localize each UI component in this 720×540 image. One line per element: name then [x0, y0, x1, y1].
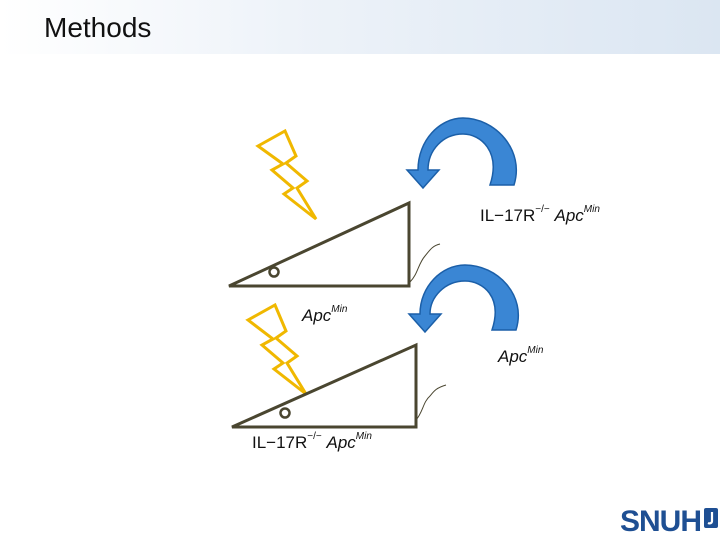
curved-arrow-icon — [405, 117, 517, 190]
knockout-superscript: −/− — [535, 204, 550, 216]
apc-text: Apc — [302, 306, 332, 325]
mouse-body-triangle — [231, 342, 418, 429]
mouse-body-triangle — [228, 200, 411, 288]
apc-text: Apc — [554, 206, 584, 225]
apc-text: Apc — [326, 433, 356, 452]
lightning-bolt-icon — [245, 302, 308, 396]
mouse-top-group — [228, 117, 517, 288]
label-il17r-apcmin-top: IL−17R−/− ApcMin — [480, 204, 600, 226]
mouse-eye — [268, 266, 280, 278]
label-apcmin-bottom-right: ApcMin — [498, 345, 544, 367]
label-il17r-apcmin-bottom: IL−17R−/− ApcMin — [252, 431, 372, 453]
min-superscript: Min — [583, 204, 600, 216]
logo-text: SNUH — [620, 505, 702, 538]
lightning-bolt-icon — [255, 128, 318, 221]
apc-text: Apc — [498, 347, 528, 366]
gene-text: IL−17R — [252, 433, 308, 452]
page-title: Methods — [44, 12, 152, 43]
snuh-logo: SNUH — [620, 505, 719, 539]
curved-arrow-icon — [407, 264, 519, 334]
header-bar: Methods — [0, 0, 720, 54]
logo-mark-icon — [704, 508, 719, 528]
mouse-tail — [415, 384, 447, 421]
min-superscript: Min — [355, 431, 372, 443]
min-superscript: Min — [331, 304, 348, 316]
knockout-superscript: −/− — [307, 431, 322, 443]
mouse-eye — [279, 407, 291, 419]
mouse-bottom-group — [231, 264, 519, 429]
label-apcmin-top-left: ApcMin — [302, 304, 348, 326]
mouse-tail — [409, 243, 441, 283]
min-superscript: Min — [527, 345, 544, 357]
gene-text: IL−17R — [480, 206, 536, 225]
